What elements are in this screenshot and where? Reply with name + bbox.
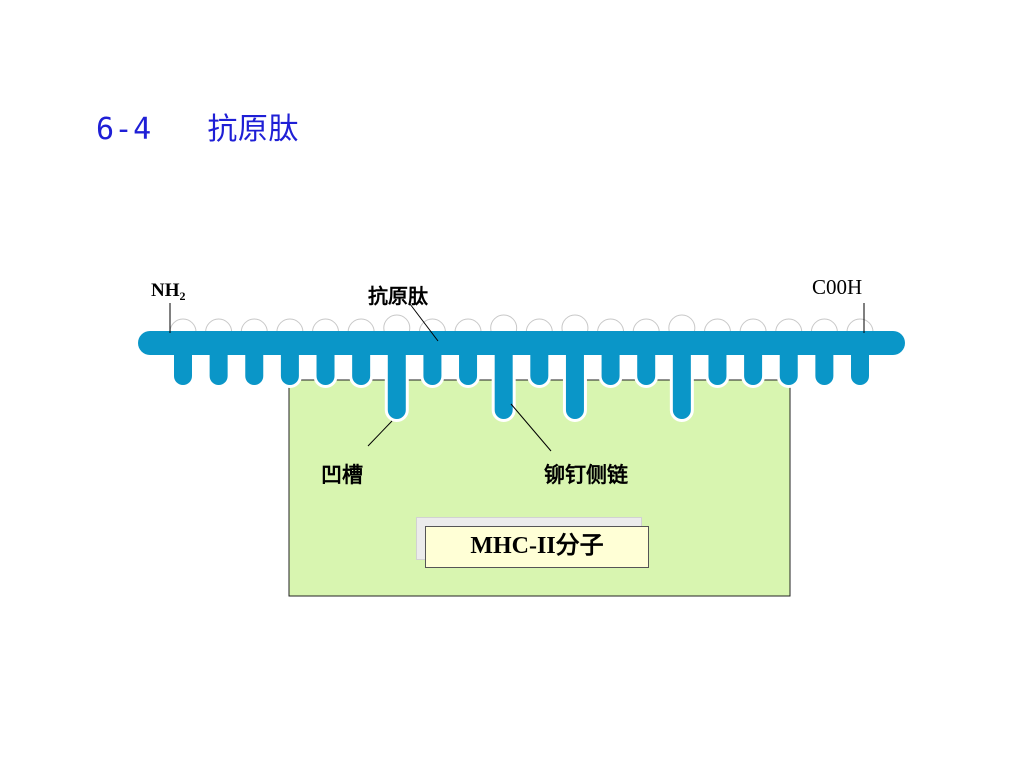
anchor-leader bbox=[510, 403, 552, 452]
c-terminus-label: C00H bbox=[812, 275, 863, 299]
peptide-leader bbox=[409, 303, 439, 342]
slide-title: 6-4 抗原肽 bbox=[96, 112, 299, 147]
n-terminus-label: NH2 bbox=[151, 280, 186, 303]
groove-leader bbox=[367, 420, 393, 447]
anchor-side-chain-label: 铆钉侧链 bbox=[544, 462, 628, 487]
mhc-label: MHC-II分子 bbox=[425, 526, 649, 568]
groove-label: 凹槽 bbox=[321, 462, 363, 487]
peptide-label: 抗原肽 bbox=[368, 284, 428, 308]
